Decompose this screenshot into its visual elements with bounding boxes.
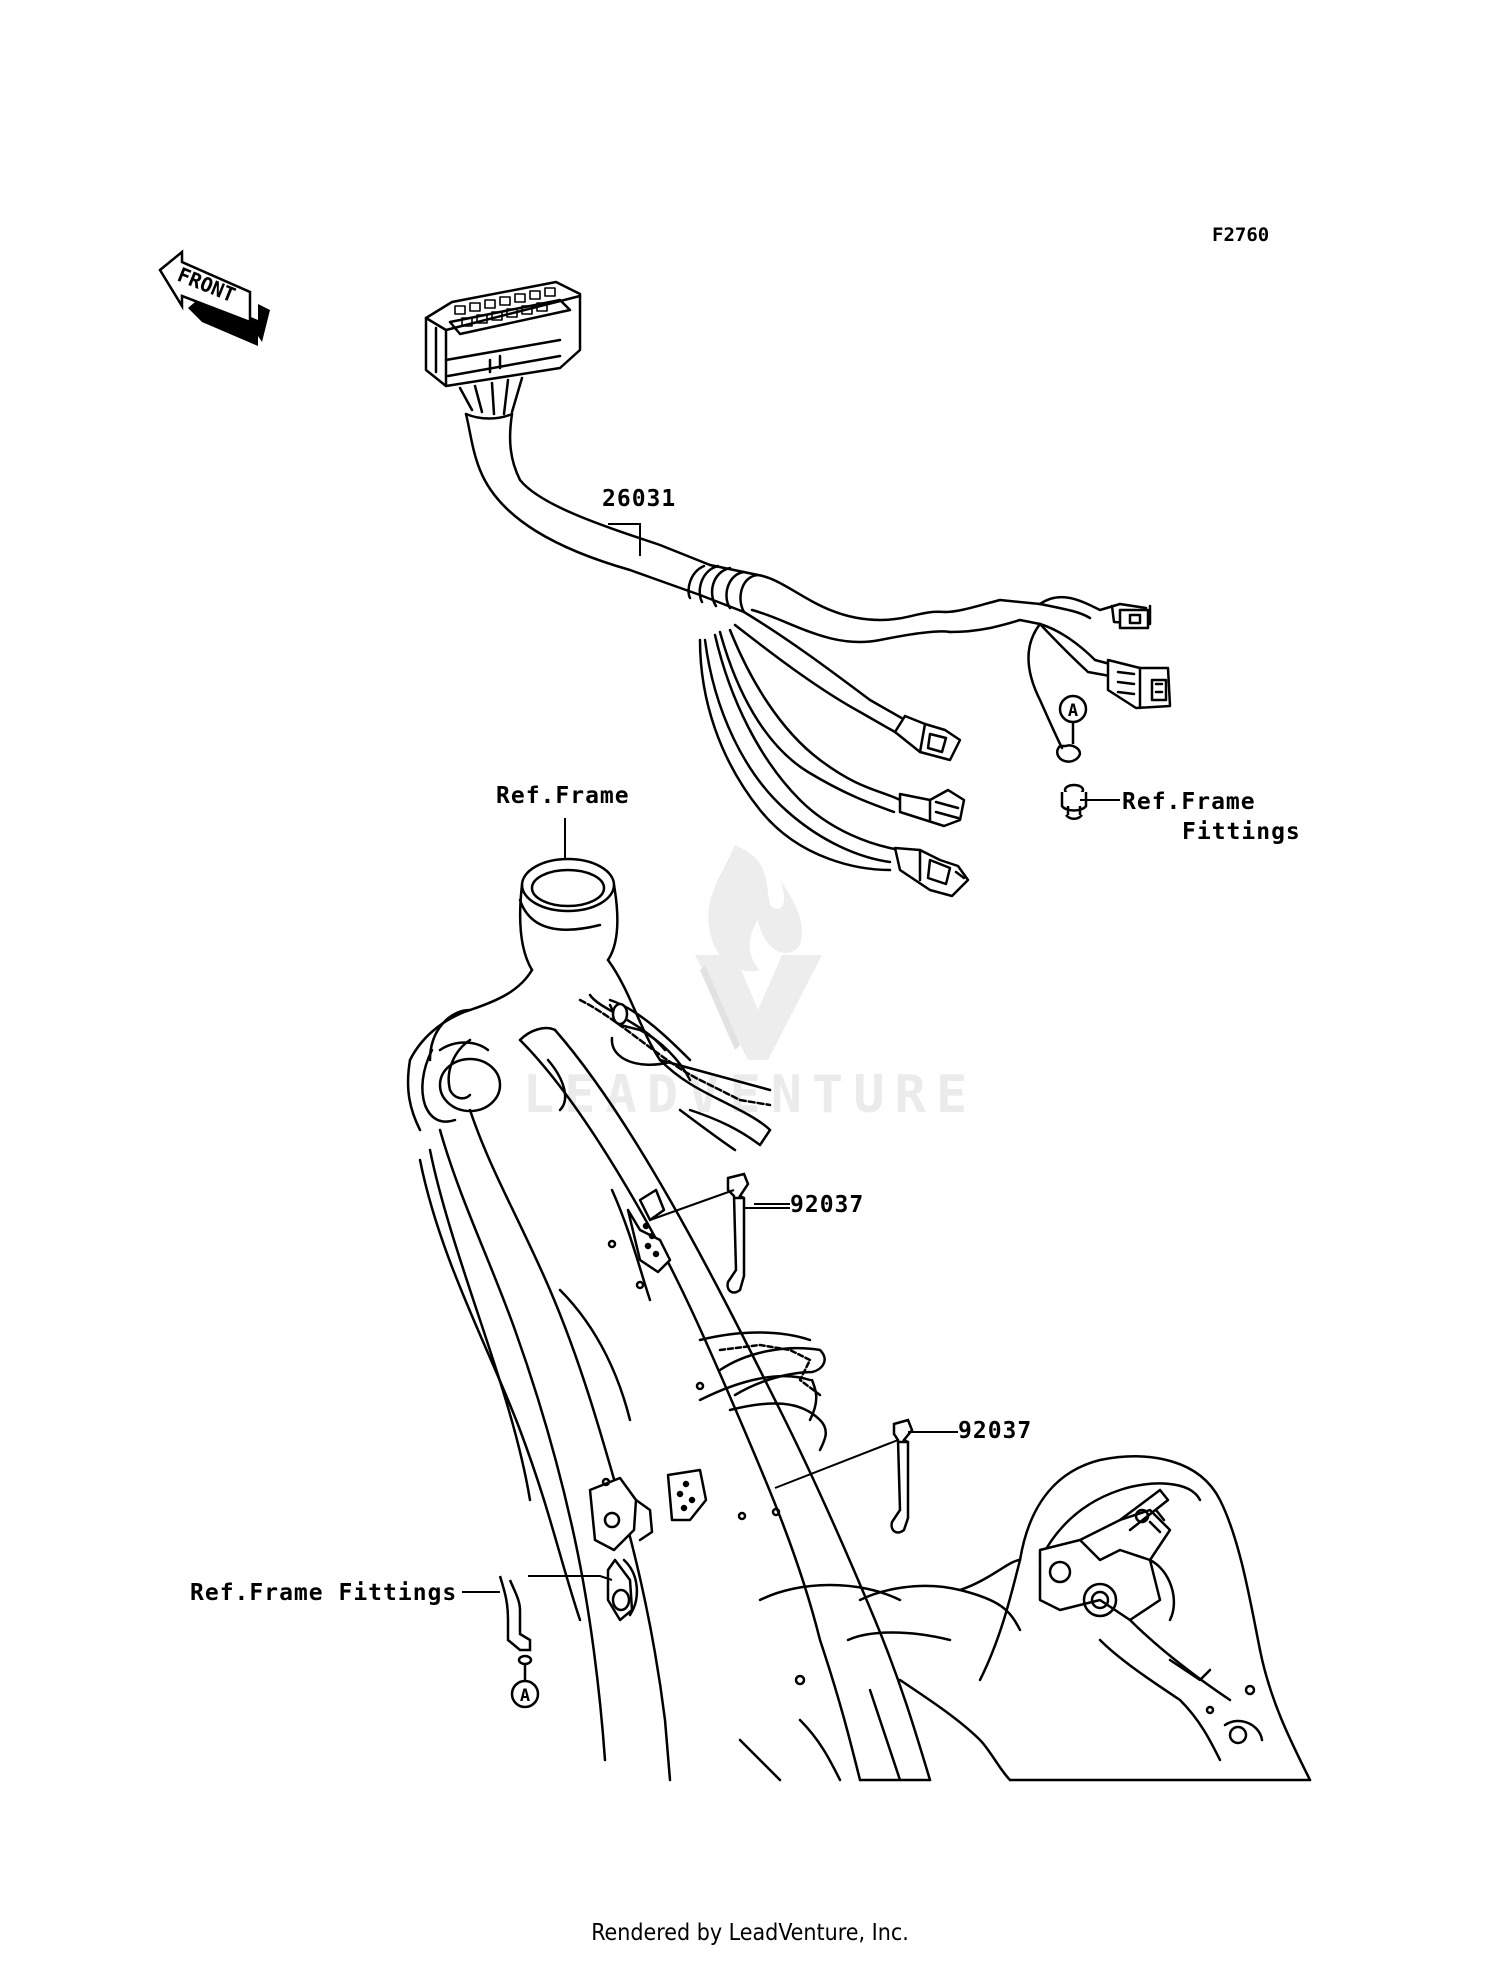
leader-lines (462, 523, 1120, 1593)
callout-ref-frame-fittings-right-line1: Ref.Frame (1122, 789, 1256, 815)
front-arrow-icon (158, 249, 270, 346)
callout-ref-frame-fittings-right-line2: Fittings (1182, 819, 1301, 845)
callout-clamp-upper: 92037 (790, 1192, 865, 1218)
watermark-text: LEADVENTURE (523, 1065, 977, 1125)
callout-harness: 26031 (602, 486, 677, 512)
marker-a-upper-label: A (1068, 701, 1078, 721)
clamp-lower-icon (890, 1418, 914, 1534)
wiring-harness (424, 280, 1172, 898)
motorcycle-frame (406, 857, 1312, 1782)
footer-credit: Rendered by LeadVenture, Inc. (591, 1920, 909, 1946)
marker-a-upper (1058, 694, 1088, 744)
callout-ref-frame: Ref.Frame (496, 783, 630, 809)
clamp-upper-icon (726, 1172, 750, 1294)
bolt-upper-icon (1060, 783, 1088, 820)
marker-a-lower-label: A (520, 1686, 530, 1706)
figure-code: F2760 (1212, 224, 1269, 246)
callout-clamp-lower: 92037 (958, 1418, 1033, 1444)
callout-ref-frame-fittings-left: Ref.Frame Fittings (190, 1580, 458, 1606)
marker-a-lower (510, 1664, 540, 1709)
frame-fitting-bracket (498, 1575, 533, 1666)
watermark-logo (695, 845, 822, 1060)
